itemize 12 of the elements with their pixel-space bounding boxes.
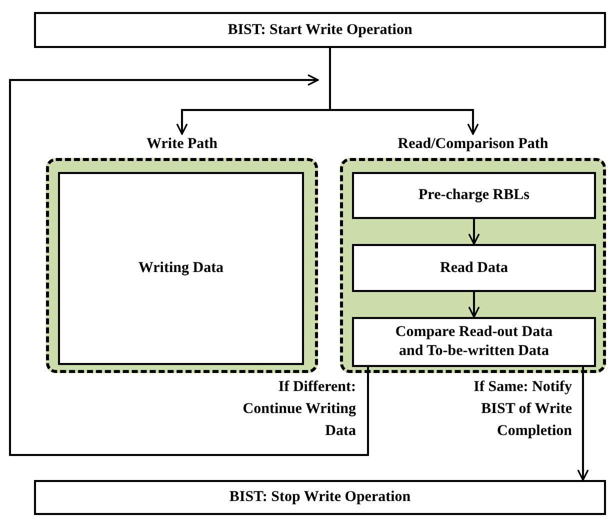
process-box: BIST: Start Write Operation <box>34 12 606 48</box>
process-box: Pre-charge RBLs <box>352 172 596 219</box>
process-box: Compare Read-out Data and To-be-written Data <box>352 317 596 367</box>
group-heading: Write Path <box>146 135 218 154</box>
process-box: Writing Data <box>58 172 304 365</box>
arrow <box>577 367 589 481</box>
arrow <box>9 74 369 456</box>
process-box: Read Data <box>352 244 596 292</box>
arrow <box>468 219 480 245</box>
arrow <box>468 292 480 318</box>
group-heading: Read/Comparison Path <box>396 135 550 154</box>
process-box: BIST: Stop Write Operation <box>34 480 606 515</box>
